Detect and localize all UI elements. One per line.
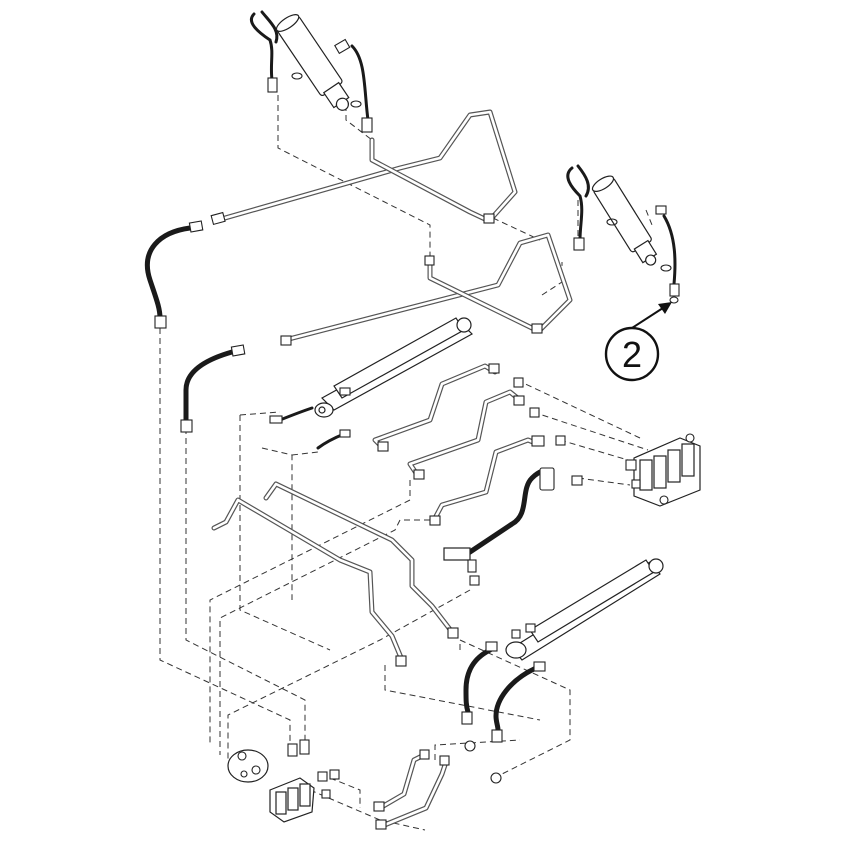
middle-hydraulic-cylinder — [314, 317, 473, 418]
assembly-guide-lines — [159, 95, 653, 831]
callout-arrowhead-icon — [658, 302, 672, 314]
center-steel-tubes — [372, 363, 566, 526]
upper-pressure-hose — [350, 44, 370, 122]
pump-flange — [227, 749, 269, 783]
upper-return-hose — [249, 12, 274, 82]
upper-hydraulic-cylinder — [275, 14, 350, 111]
control-valve-block — [625, 433, 701, 507]
right-hydraulic-cylinder — [591, 175, 658, 266]
right-cylinder-assembly — [566, 164, 680, 304]
center-hose — [443, 467, 583, 586]
left-hoses — [144, 220, 351, 450]
callout-circle — [604, 326, 660, 382]
bottom-steel-tubes — [373, 749, 450, 830]
right-pressure-hose — [662, 214, 677, 286]
left-upper-hose — [144, 225, 193, 321]
callout-number: 2 — [622, 334, 642, 375]
callout-arrow — [631, 305, 667, 329]
lower-right-hoses — [461, 641, 546, 784]
pump-valve-assembly — [227, 739, 340, 823]
left-lower-hose — [183, 349, 235, 423]
lower-left-steel-tubes — [211, 481, 459, 667]
upper-cylinder-assembly — [249, 10, 373, 133]
part-callout: 2 — [604, 302, 672, 382]
upper-steel-tubes — [210, 109, 573, 346]
right-return-hose — [566, 166, 584, 242]
lower-hydraulic-cylinder — [505, 558, 664, 661]
